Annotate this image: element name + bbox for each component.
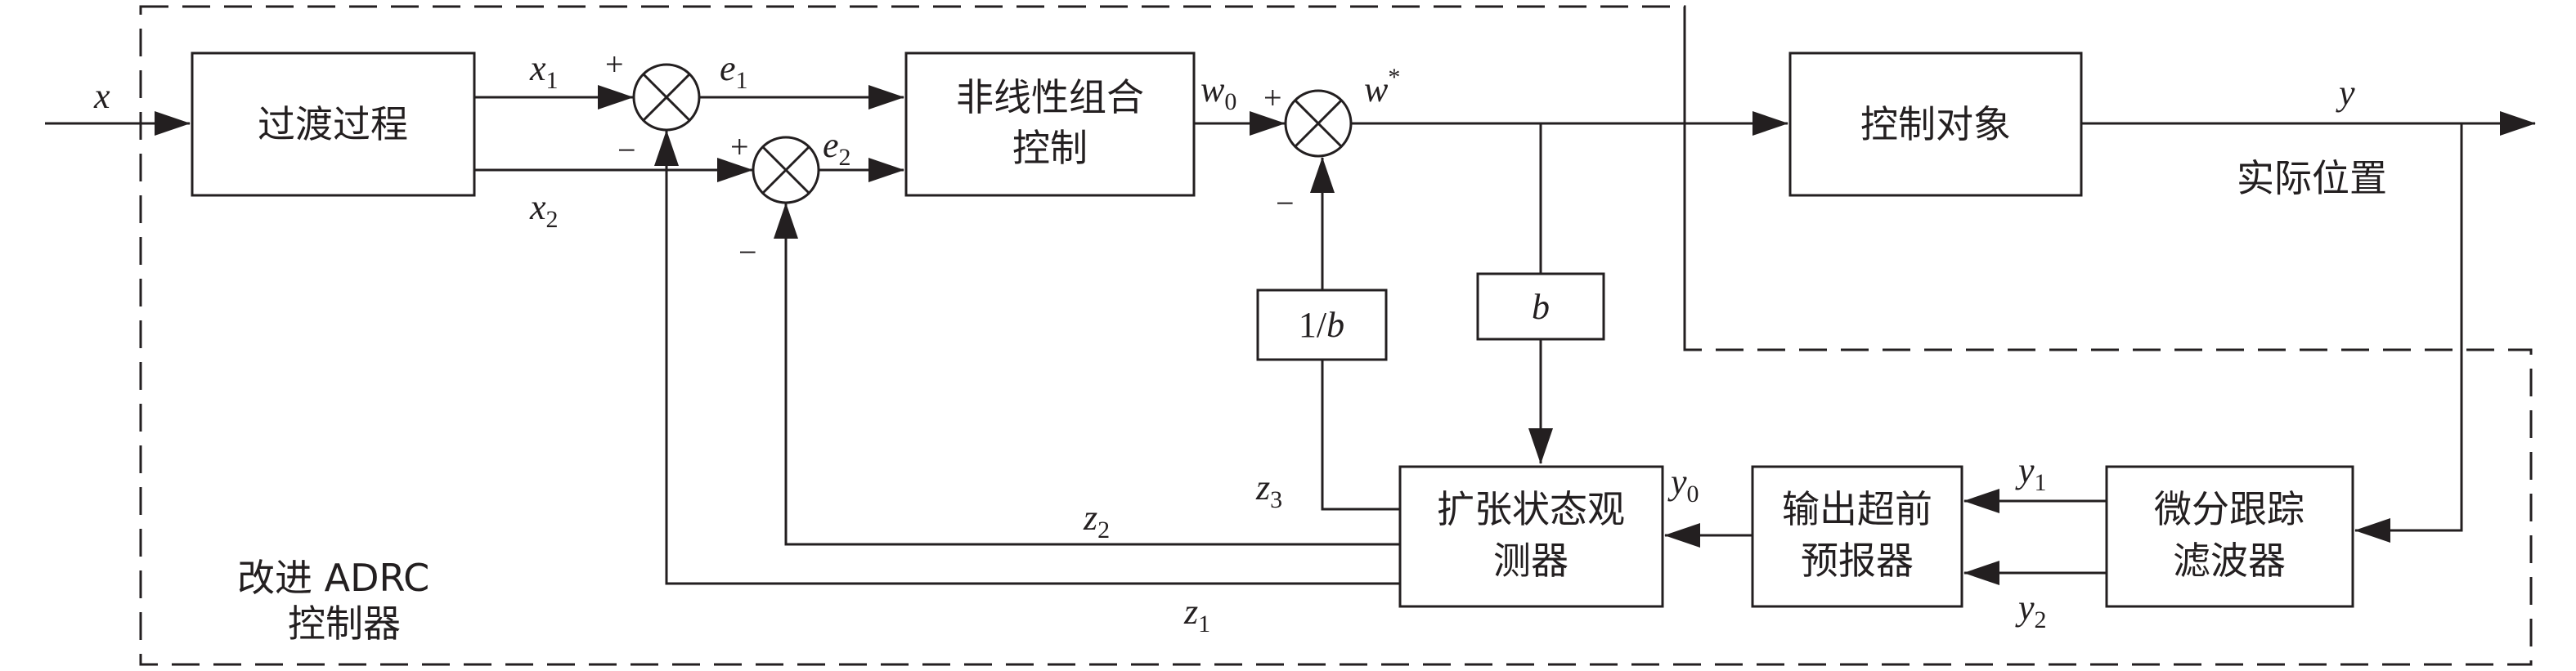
sum2-plus-sign: + [730,128,749,165]
signal-z2: z2 [1083,498,1110,544]
plant-label: 控制对象 [1860,102,2011,146]
actual-position-label: 实际位置 [2237,156,2387,200]
summing-junction-3 [1284,89,1353,158]
nonlinear-combination-block: 非线性组合 控制 [904,51,1196,197]
signal-x: x [93,76,110,116]
summing-junction-2 [752,136,820,204]
controller-label-line2: 控制器 [288,602,401,646]
wire-z2 [774,203,1400,546]
inverse-b-block: 1/b [1256,289,1388,361]
signal-x2: x2 [529,187,559,233]
gain-b-block: b [1476,272,1605,341]
controller-label-line1: 改进 ADRC [237,556,429,600]
signal-y: y [2336,73,2355,113]
sum3-plus-sign: + [1263,79,1282,116]
plant-block: 控制对象 [1788,51,2083,197]
signal-y2: y2 [2015,588,2047,633]
gain-b-label: b [1532,287,1550,327]
sum2-minus-sign: − [738,234,757,271]
summing-junction-1 [632,63,701,132]
transition-process-block: 过渡过程 [191,51,476,197]
signal-e1: e1 [720,48,748,94]
predictor-label-line2: 预报器 [1801,539,1914,583]
eso-label-line2: 测器 [1493,539,1568,583]
output-predictor-block: 输出超前 预报器 [1751,465,1963,608]
signal-x1: x1 [529,48,559,94]
inverse-b-denominator: b [1326,305,1344,345]
td-label-line1: 微分跟踪 [2154,487,2304,531]
wire-z3 [1321,360,1400,511]
sum3-minus-sign: − [1276,185,1295,221]
predictor-label-line1: 输出超前 [1782,487,1932,531]
nonlinear-combination-label-line2: 控制 [1012,126,1088,170]
nonlinear-combination-label-line1: 非线性组合 [956,75,1144,119]
signal-y0: y0 [1667,462,1699,508]
tracking-differentiator-block: 微分跟踪 滤波器 [2105,465,2354,608]
eso-label-line1: 扩张状态观 [1437,487,1625,531]
transition-process-label: 过渡过程 [258,102,408,146]
sum1-minus-sign: − [617,132,636,168]
td-label-line2: 滤波器 [2173,539,2286,583]
extended-state-observer-block: 扩张状态观 测器 [1398,465,1664,608]
signal-y1: y1 [2015,450,2047,496]
signal-z1: z1 [1183,592,1210,637]
inverse-b-numerator: 1/ [1299,305,1327,345]
wire-y-feedback [2354,123,2463,543]
signal-wstar: w* [1364,64,1400,110]
signal-z3: z3 [1255,467,1282,513]
wire-z1 [654,130,1400,585]
signal-w0: w0 [1200,69,1236,115]
signal-e2: e2 [823,125,851,171]
inverse-b-label: 1/b [1299,305,1344,345]
sum1-plus-sign: + [605,46,624,83]
